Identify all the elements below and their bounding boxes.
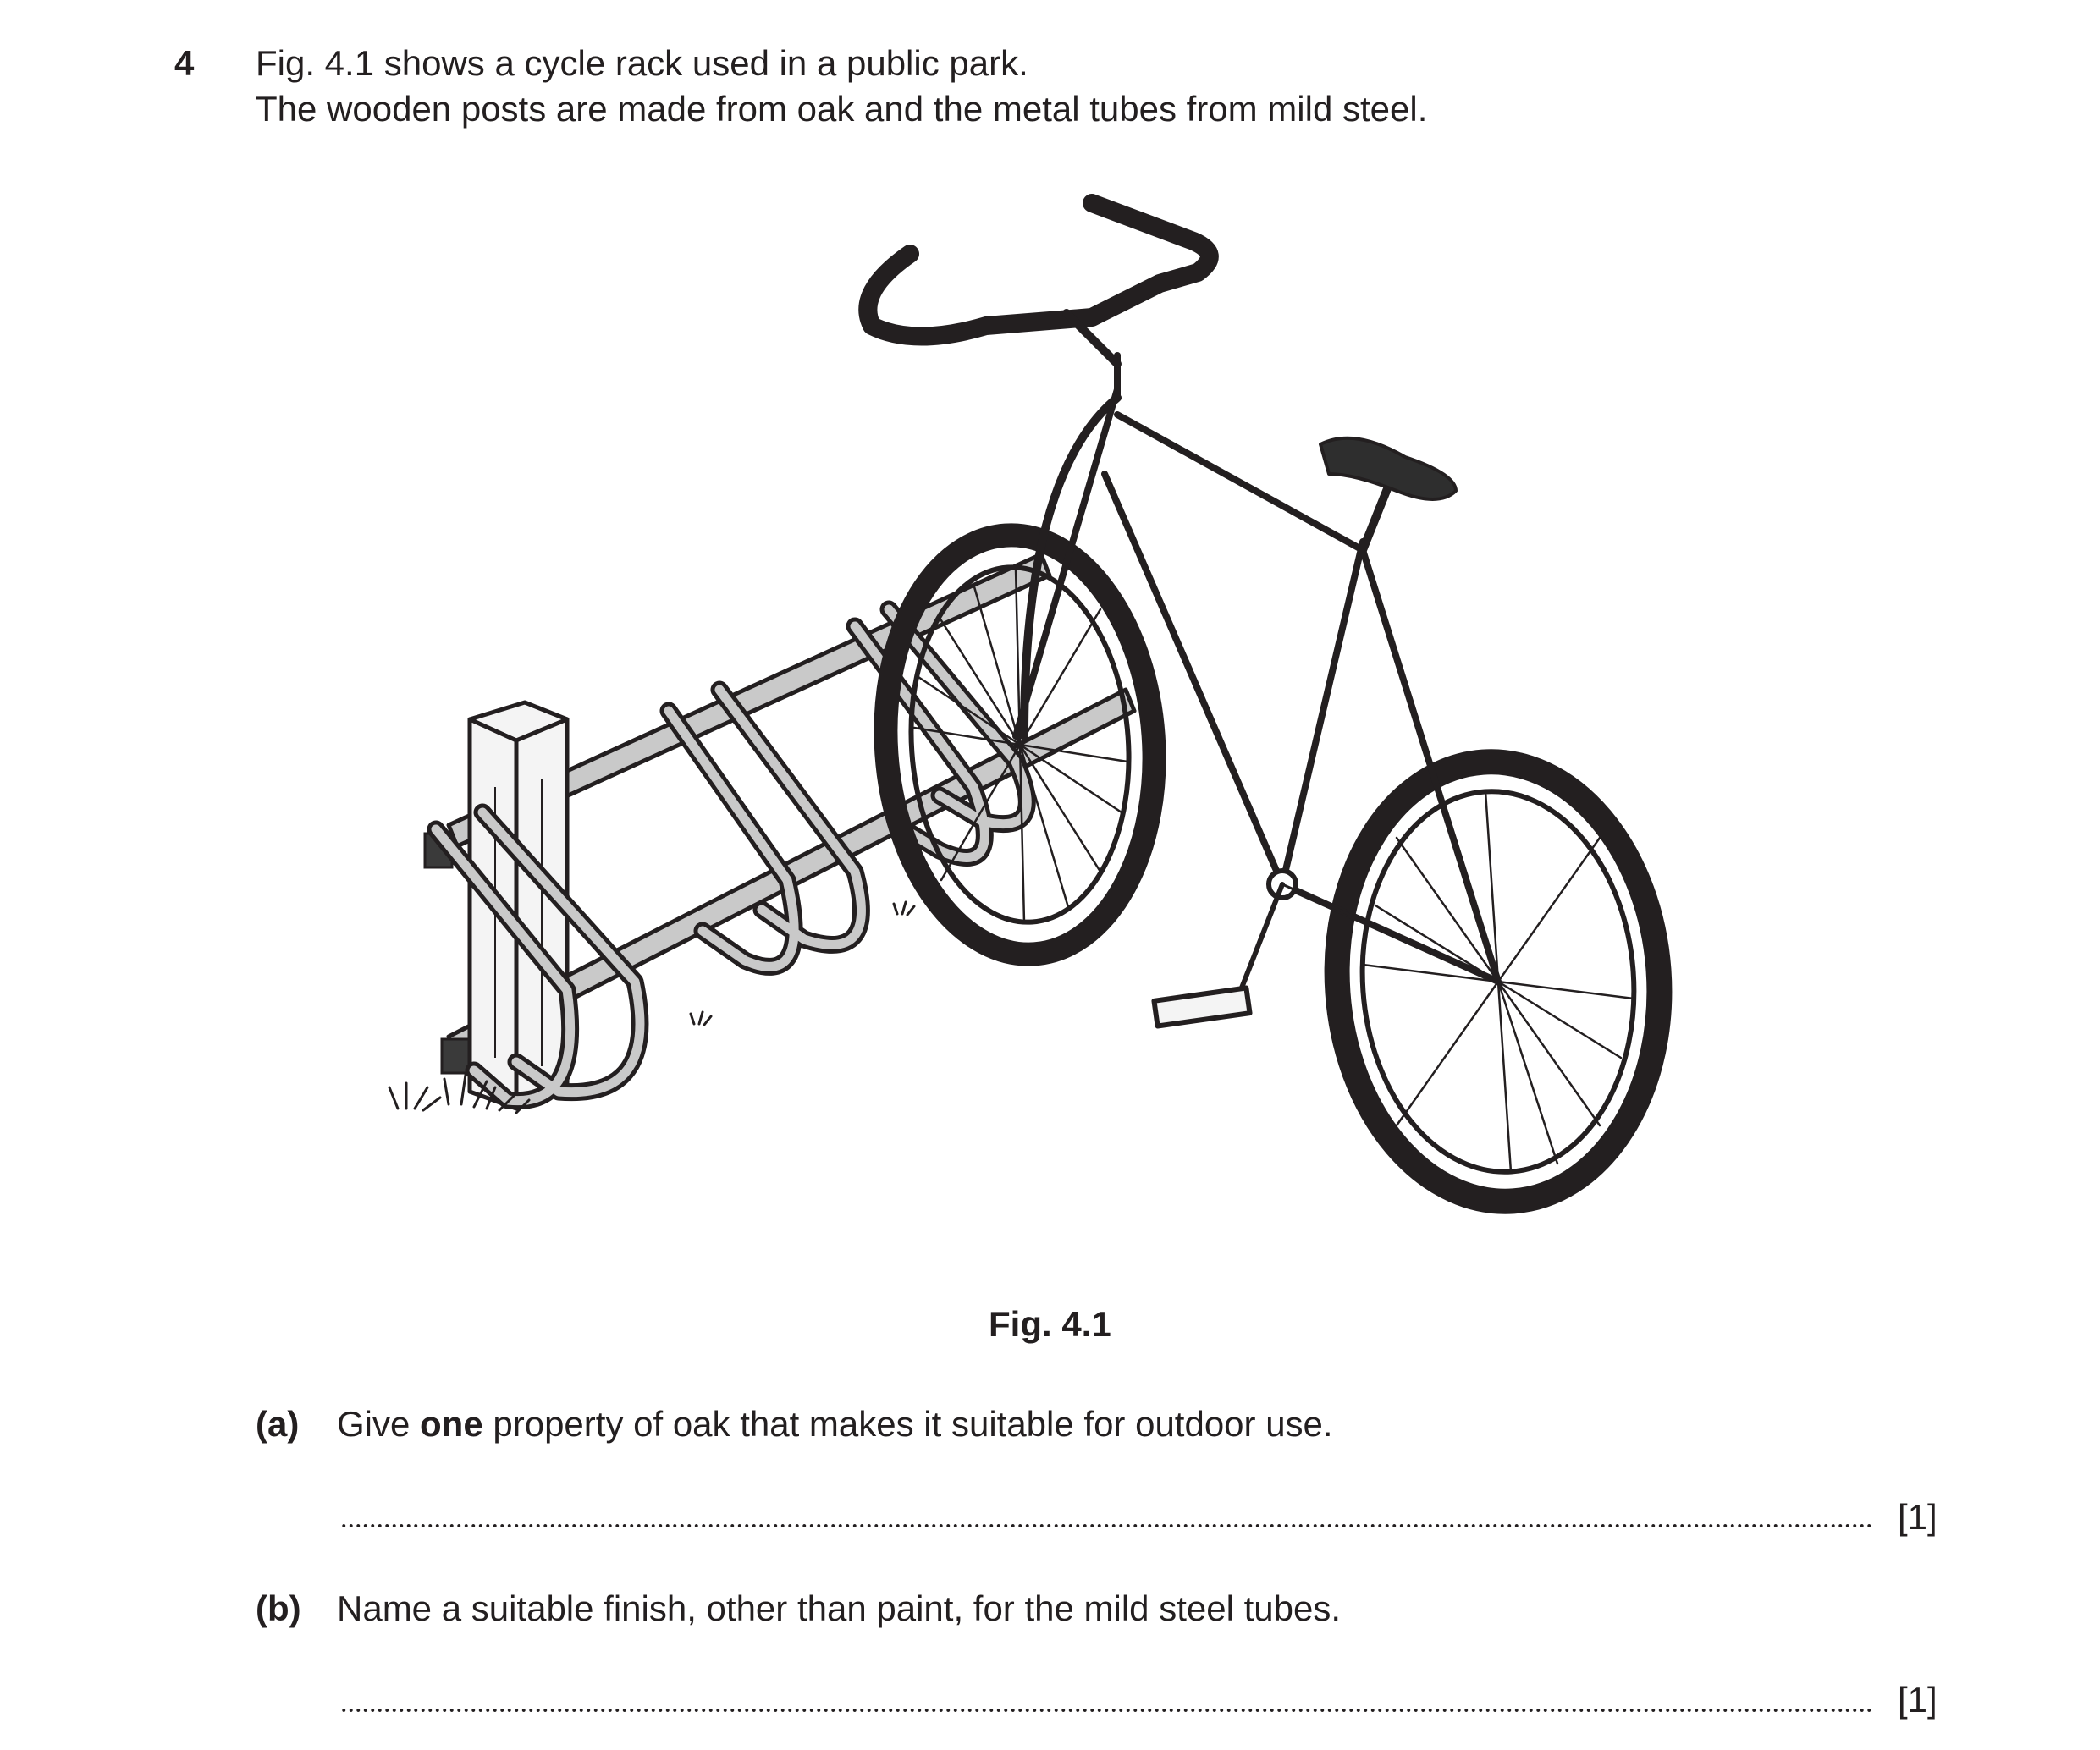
- question-number: 4: [174, 43, 195, 83]
- part-b-marks: [1]: [1898, 1680, 1937, 1720]
- figure-caption: Fig. 4.1: [989, 1304, 1111, 1344]
- handlebar: [858, 194, 1219, 346]
- wooden-post: [467, 700, 570, 1111]
- question-intro-line-2: The wooden posts are made from oak and t…: [256, 89, 1428, 129]
- question-intro-line-1: Fig. 4.1 shows a cycle rack used in a pu…: [256, 43, 1028, 83]
- seat-post: [1359, 482, 1392, 554]
- part-a-marks: [1]: [1898, 1497, 1937, 1537]
- part-b-question: Name a suitable finish, other than paint…: [337, 1588, 1341, 1628]
- front-tyre: [874, 523, 1166, 966]
- grass-tufts: [388, 900, 916, 1114]
- bicycle: [858, 194, 1673, 1214]
- front-fork: [1020, 393, 1122, 740]
- part-b-answer-line[interactable]: [340, 1708, 1874, 1713]
- part-a-question: Give one property of oak that makes it s…: [337, 1403, 1333, 1445]
- part-a-label: (a): [256, 1404, 300, 1444]
- part-a-text-bold: one: [420, 1404, 483, 1444]
- rail-end-caps: [423, 832, 471, 1075]
- figure-cycle-rack-illustration: [339, 161, 1744, 1252]
- saddle: [1319, 436, 1458, 501]
- stem: [1062, 309, 1122, 368]
- chain: [1281, 883, 1500, 983]
- front-rim: [908, 564, 1132, 925]
- part-b-label: (b): [256, 1588, 301, 1628]
- part-a-answer-line[interactable]: [340, 1523, 1874, 1528]
- crank-and-pedal: [1151, 868, 1298, 1029]
- rear-spokes: [1361, 790, 1635, 1174]
- part-a-text-before: Give: [337, 1404, 421, 1444]
- front-spokes: [912, 567, 1129, 924]
- rear-tyre: [1324, 749, 1673, 1214]
- part-a-text-after: property of oak that makes it suitable f…: [482, 1404, 1333, 1444]
